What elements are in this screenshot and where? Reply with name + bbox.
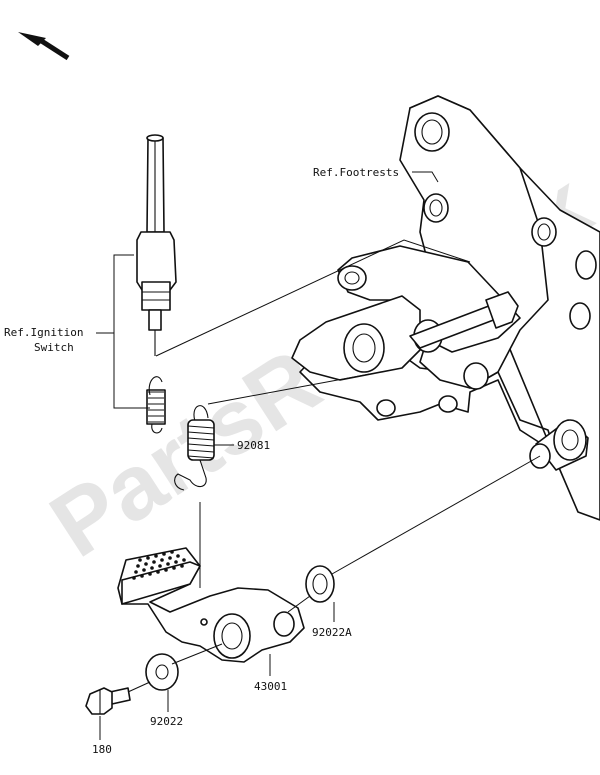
label-part-92022A: 92022A xyxy=(312,626,352,639)
brake-light-switch xyxy=(136,134,177,356)
label-ref-ignition-line2: Switch xyxy=(34,341,74,354)
label-ref-ignition-line1: Ref.Ignition xyxy=(4,326,83,339)
arrow-up-left-icon xyxy=(18,32,70,61)
washer-92022 xyxy=(145,653,179,691)
label-part-92022: 92022 xyxy=(150,715,183,728)
brake-pedal xyxy=(117,547,305,663)
label-part-180: 180 xyxy=(92,743,112,756)
leader-lines xyxy=(96,171,541,740)
label-part-92081: 92081 xyxy=(237,439,270,452)
return-spring xyxy=(174,405,215,491)
bolt-180 xyxy=(85,687,131,715)
label-ref-footrests: Ref.Footrests xyxy=(313,166,399,179)
label-part-43001: 43001 xyxy=(254,680,287,693)
washer-92022A xyxy=(305,565,335,603)
switch-spring xyxy=(146,376,166,434)
pedal-tread xyxy=(132,550,186,580)
